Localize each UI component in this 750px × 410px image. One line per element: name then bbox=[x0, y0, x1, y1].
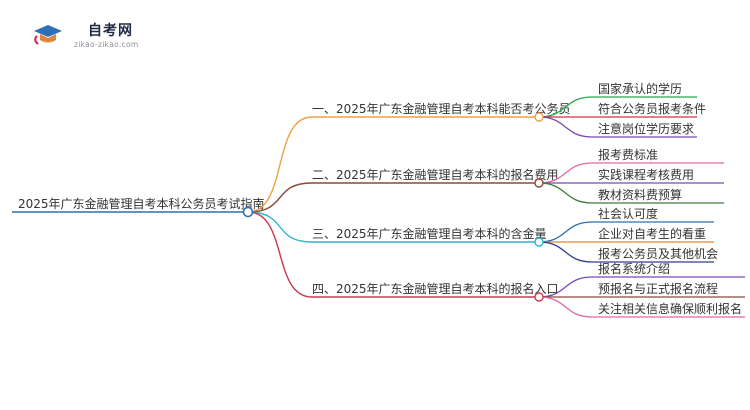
leaf-label: 关注相关信息确保顺利报名 bbox=[598, 301, 742, 316]
leaf-label: 报名系统介绍 bbox=[598, 261, 670, 276]
leaf-connector bbox=[538, 296, 593, 318]
leaf-connector bbox=[538, 116, 593, 138]
logo-title: 自考网 bbox=[88, 23, 133, 39]
logo-subtitle: zikao-zikao.com bbox=[74, 40, 139, 49]
leaf-label: 教材资料费预算 bbox=[598, 187, 682, 202]
leaf-connector bbox=[538, 221, 593, 243]
root-node[interactable] bbox=[242, 206, 254, 218]
leaf-label: 报考费标准 bbox=[598, 147, 658, 162]
leaf-label: 报考公务员及其他机会 bbox=[598, 246, 718, 261]
site-logo[interactable]: 自考网 zikao-zikao.com bbox=[22, 14, 142, 54]
root-topic-label: 2025年广东金融管理自考本科公务员考试指南 bbox=[18, 196, 265, 211]
leaf-label: 企业对自考生的看重 bbox=[598, 226, 706, 241]
graduation-cap-icon bbox=[34, 25, 62, 45]
leaf-label: 社会认可度 bbox=[598, 206, 658, 221]
branch-connector bbox=[247, 182, 313, 213]
leaf-label: 符合公务员报考条件 bbox=[598, 101, 706, 116]
leaf-connector bbox=[538, 182, 593, 204]
branch-node[interactable] bbox=[534, 178, 544, 188]
leaf-label: 国家承认的学历 bbox=[598, 81, 682, 96]
branch-label-1: 一、2025年广东金融管理自考本科能否考公务员 bbox=[312, 101, 571, 116]
leaf-label: 预报名与正式报名流程 bbox=[598, 281, 718, 296]
leaf-connector bbox=[538, 241, 593, 263]
branch-label-4: 四、2025年广东金融管理自考本科的报名入口 bbox=[312, 281, 559, 296]
branch-label-2: 二、2025年广东金融管理自考本科的报名费用 bbox=[312, 167, 559, 182]
leaf-label: 注意岗位学历要求 bbox=[598, 121, 694, 136]
branch-node[interactable] bbox=[534, 237, 544, 247]
branch-label-3: 三、2025年广东金融管理自考本科的含金量 bbox=[312, 226, 547, 241]
branch-node[interactable] bbox=[534, 292, 544, 302]
branch-connector bbox=[247, 116, 313, 213]
branch-connector bbox=[247, 211, 313, 298]
branch-node[interactable] bbox=[534, 112, 544, 122]
branch-connector bbox=[247, 211, 313, 243]
leaf-label: 实践课程考核费用 bbox=[598, 167, 694, 182]
